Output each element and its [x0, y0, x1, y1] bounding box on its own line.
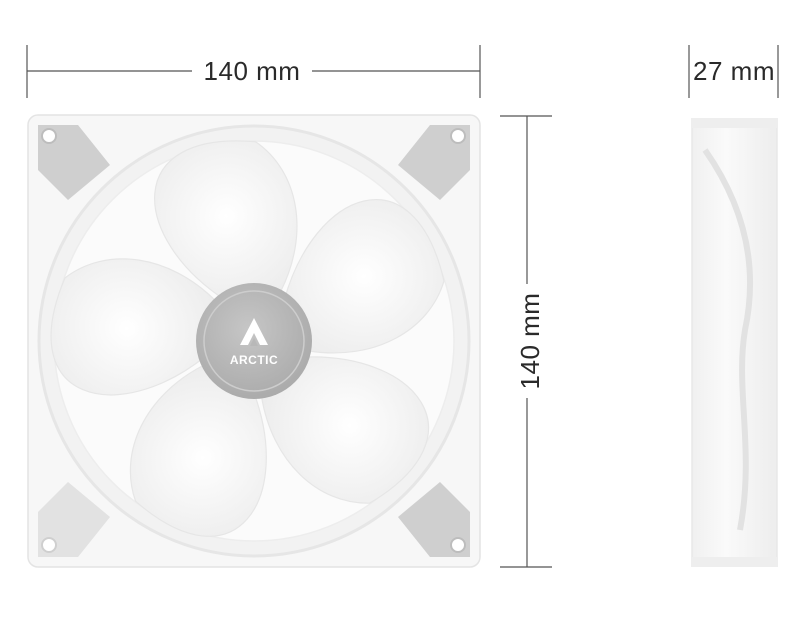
- depth-label: 27 mm: [693, 56, 775, 86]
- fan-blade: [129, 364, 267, 537]
- corner-pad-bottom-right: [398, 482, 470, 557]
- width-label: 140 mm: [204, 56, 301, 86]
- arctic-logo-icon: [240, 318, 268, 346]
- hub-inner-ring: [203, 290, 305, 392]
- fan-side-body: [692, 118, 777, 567]
- fan-hub: ARCTIC: [196, 283, 312, 399]
- corner-pad-top-left: [38, 125, 110, 200]
- fan-side-blade-shading: [702, 148, 754, 531]
- fan-blade: [260, 356, 430, 504]
- fan-blade: [283, 199, 445, 354]
- corner-pad-top-right: [398, 125, 470, 200]
- fan-blade: [154, 140, 298, 301]
- screw-hole-bottom-right: [450, 537, 466, 553]
- height-label: 140 mm: [515, 293, 545, 390]
- fan-side-top-lip: [692, 118, 777, 128]
- height-dimension: 140 mm: [500, 115, 552, 568]
- screw-hole-top-right: [450, 128, 466, 144]
- fan-front-view: ARCTIC: [27, 114, 481, 568]
- corner-pad-bottom-left: [38, 482, 110, 557]
- fan-side-bottom-lip: [692, 557, 777, 567]
- screw-hole-top-left: [41, 128, 57, 144]
- fan-side-view: [691, 118, 778, 567]
- width-dimension: 140 mm: [26, 45, 481, 98]
- hub-brand-label: ARCTIC: [230, 353, 278, 367]
- fan-blade: [50, 258, 217, 396]
- screw-hole-bottom-left: [41, 537, 57, 553]
- depth-dimension: 27 mm: [688, 45, 779, 98]
- fan-blades: [50, 140, 445, 537]
